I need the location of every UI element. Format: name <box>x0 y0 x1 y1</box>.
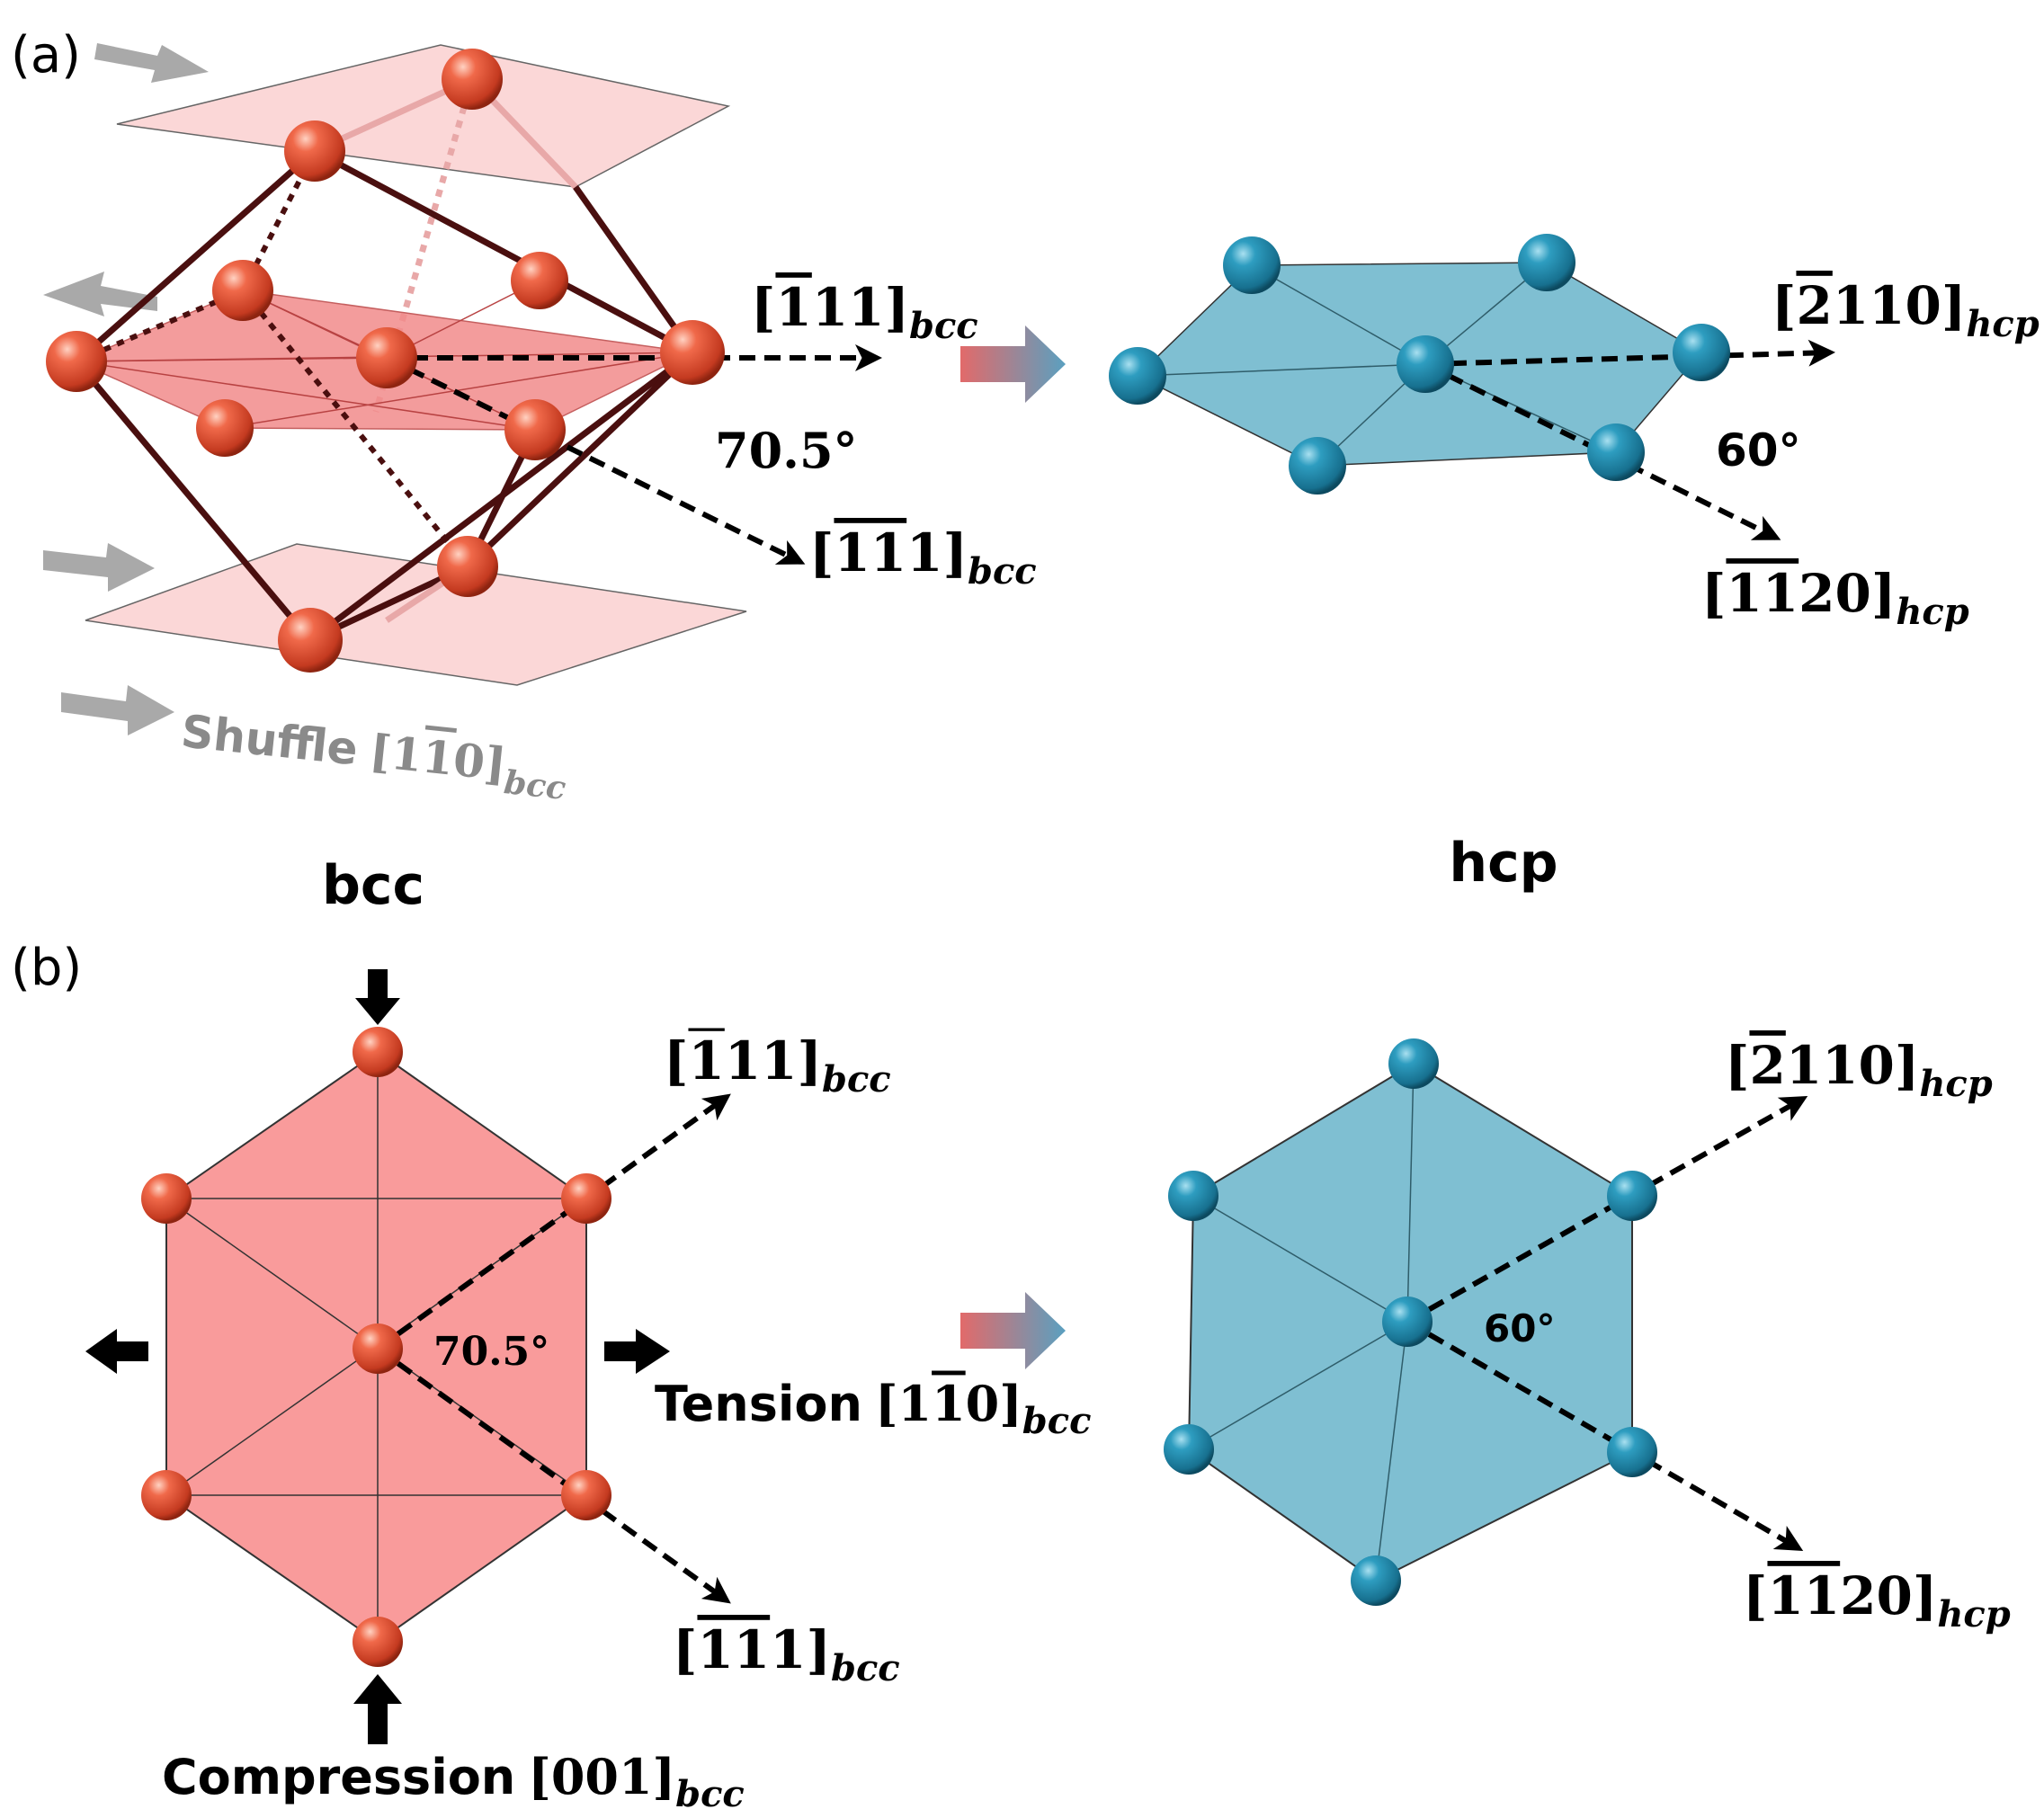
atom <box>353 1323 403 1374</box>
hcp-atoms-b <box>1164 1038 1657 1606</box>
arrow-up-icon <box>353 1674 402 1744</box>
bcc-direction-arrows-a <box>385 344 882 565</box>
arrow-right-icon <box>604 1329 670 1374</box>
atom <box>660 320 725 385</box>
b-hcp-dir2-label: [1120]hcp <box>1743 1565 2011 1635</box>
atom <box>141 1173 192 1224</box>
hcp-atoms-a <box>1109 234 1730 495</box>
atom <box>278 608 343 673</box>
atom <box>1289 437 1346 495</box>
stress-arrows <box>85 969 670 1744</box>
atom <box>141 1470 192 1520</box>
a-hcp-angle-label: 60° <box>1716 424 1801 477</box>
arrow-down-icon <box>355 969 400 1025</box>
atom <box>1607 1427 1657 1477</box>
bottom-plane <box>85 543 747 686</box>
atom <box>1587 423 1645 481</box>
atom <box>1388 1038 1439 1089</box>
panel-a-label: (a) <box>11 26 81 85</box>
b-hcp-angle-label: 60° <box>1484 1306 1555 1350</box>
atom <box>1168 1171 1218 1221</box>
atom <box>1382 1297 1433 1347</box>
a-hcp-dir2-label: [1120]hcp <box>1701 563 1969 633</box>
atom <box>1164 1424 1214 1475</box>
atom <box>437 536 498 597</box>
b-bcc-dir2-label: [111]bcc <box>673 1619 900 1689</box>
atom <box>561 1173 611 1224</box>
a-bcc-dir2-label: [111]bcc <box>809 522 1037 593</box>
hcp-direction-arrows-a <box>1424 339 1835 540</box>
gradient-right-arrow-icon <box>960 325 1066 403</box>
hcp-direction-arrows-b <box>1406 1096 1808 1552</box>
atom <box>1109 347 1166 405</box>
bcc-atoms-a <box>46 49 725 673</box>
atom <box>1607 1171 1657 1221</box>
bcc-atoms-b <box>141 1027 611 1667</box>
atom <box>1673 324 1730 381</box>
panel-b-label: (b) <box>11 939 82 997</box>
atom <box>212 260 273 321</box>
shuffle-arrows <box>43 43 209 735</box>
shuffle-label: Shuffle[110]bcc <box>178 704 571 807</box>
atom <box>46 331 107 392</box>
atom <box>504 399 566 460</box>
hcp-phase-label: hcp <box>1449 832 1558 895</box>
tension-label: Tension[110]bcc <box>655 1375 1091 1442</box>
atom <box>1351 1555 1401 1606</box>
a-bcc-angle-label: 70.5° <box>715 422 858 479</box>
atom <box>356 327 417 388</box>
atom <box>196 399 254 457</box>
atom <box>511 252 568 309</box>
shuffle-arrow-icon <box>94 43 209 83</box>
atom <box>353 1027 403 1077</box>
bcc-phase-label: bcc <box>322 854 424 917</box>
compression-label: Compression[001]bcc <box>162 1748 745 1815</box>
atom <box>442 49 503 110</box>
bcc-direction-arrows-b <box>376 1093 731 1604</box>
atom <box>284 120 345 182</box>
atom <box>353 1617 403 1667</box>
hcp-hexagon-lines-b <box>1188 1063 1415 1582</box>
shuffle-arrow-icon <box>43 272 157 316</box>
b-bcc-dir1-label: [111]bcc <box>664 1030 891 1101</box>
arrow-left-icon <box>85 1329 148 1374</box>
atom <box>1518 234 1575 291</box>
b-hcp-dir1-label: [2110]hcp <box>1725 1035 1993 1105</box>
a-bcc-dir1-label: [111]bcc <box>751 277 978 347</box>
b-bcc-angle-label: 70.5° <box>433 1329 549 1375</box>
top-plane <box>116 44 731 188</box>
atom <box>561 1470 611 1520</box>
shuffle-arrow-icon <box>61 685 174 735</box>
gradient-right-arrow-icon <box>960 1292 1066 1369</box>
atom <box>1397 335 1454 393</box>
a-hcp-dir1-label: [2110]hcp <box>1772 275 2040 345</box>
atom <box>1223 236 1281 294</box>
shuffle-arrow-icon <box>43 543 155 592</box>
